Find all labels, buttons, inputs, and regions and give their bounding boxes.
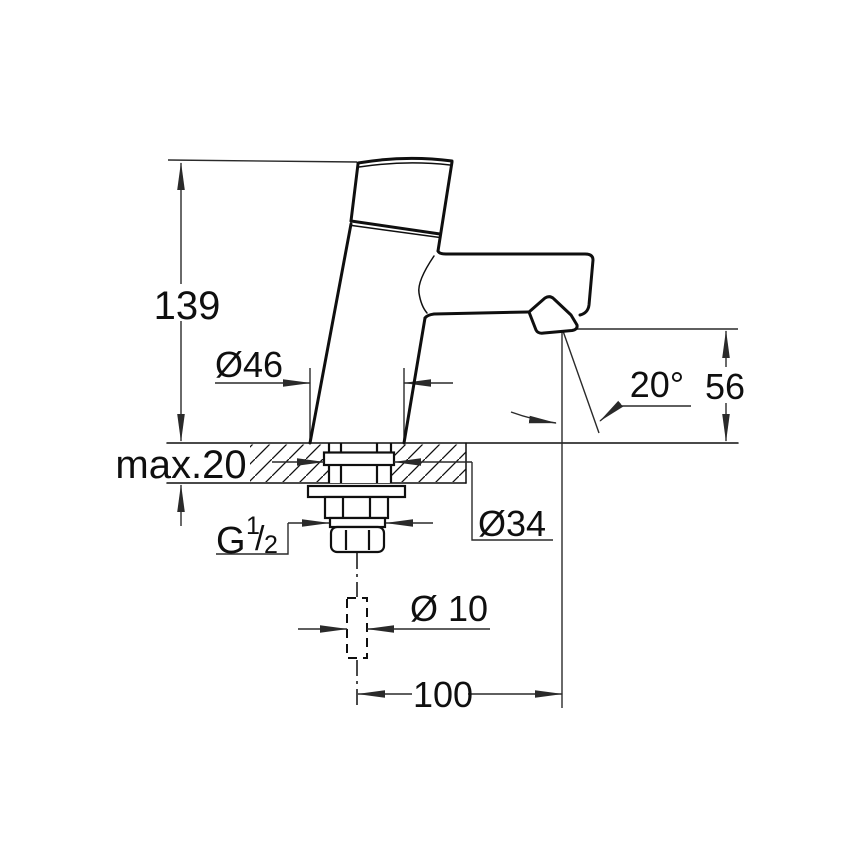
supply-nut-facets: [344, 530, 371, 550]
outlet-reach-label: 100: [413, 674, 473, 715]
thread-numerator-label: 1: [246, 512, 260, 540]
spout-underside-edge: [423, 310, 530, 320]
body-right-edge: [402, 316, 427, 445]
handle-ring-upper: [349, 219, 442, 236]
dim-hose-diameter: Ø 10: [298, 588, 490, 633]
base-diameter-label: Ø46: [215, 344, 283, 385]
handle-left-edge: [349, 162, 360, 223]
dim-outlet-height: 56: [566, 328, 745, 442]
outlet-height-label: 56: [705, 366, 745, 407]
handle-top-edge: [356, 156, 454, 165]
locknut-assembly: [306, 484, 407, 554]
handle-ring-lower: [351, 224, 441, 239]
body-neck-curve: [418, 255, 435, 314]
spout-top-right-edge: [436, 249, 595, 317]
shank-leader-line: [471, 462, 553, 541]
stream-angled-line: [562, 330, 600, 434]
body-left-edge: [308, 222, 353, 445]
handle-top-inner-edge: [358, 162, 451, 168]
spout: [423, 249, 595, 335]
shank-washer: [322, 451, 396, 467]
hose-diameter-label: Ø 10: [410, 588, 488, 629]
hex-locknut: [323, 495, 390, 520]
flange-plate: [306, 484, 407, 499]
supply-nut: [329, 525, 386, 554]
thread-collar: [328, 516, 387, 529]
deck-thickness-label: max.20: [115, 443, 246, 487]
stream-angle-label: 20°: [630, 364, 684, 405]
faucet-outline: [308, 156, 595, 445]
mounting-shank: [322, 443, 396, 483]
dim-deck-thickness: max.20: [115, 443, 247, 526]
dim-overall-height: 139: [154, 159, 358, 442]
shank-diameter-label: Ø34: [478, 503, 546, 544]
dim-stream-angle: 20°: [510, 330, 691, 708]
dim-thread-size: G 1 / 2: [216, 512, 433, 562]
height-extension-line: [167, 159, 358, 163]
dim-shank-diameter: Ø34: [272, 458, 553, 544]
handle-right-edge: [436, 160, 454, 253]
angle-leader-arrow: [599, 400, 624, 422]
body: [308, 222, 435, 445]
handle: [349, 156, 454, 253]
thread-letter-label: G: [216, 520, 246, 562]
dim-base-diameter: Ø46: [215, 344, 453, 441]
thread-leader-line: [216, 523, 289, 555]
overall-height-label: 139: [154, 284, 221, 328]
thread-denominator-label: 2: [264, 531, 278, 559]
hex-locknut-facets: [341, 497, 372, 518]
angle-arc-arrow: [510, 411, 557, 424]
thread-slash-label: /: [255, 520, 265, 558]
dim-outlet-reach: 100: [357, 674, 563, 715]
aerator-outlet: [527, 295, 579, 335]
